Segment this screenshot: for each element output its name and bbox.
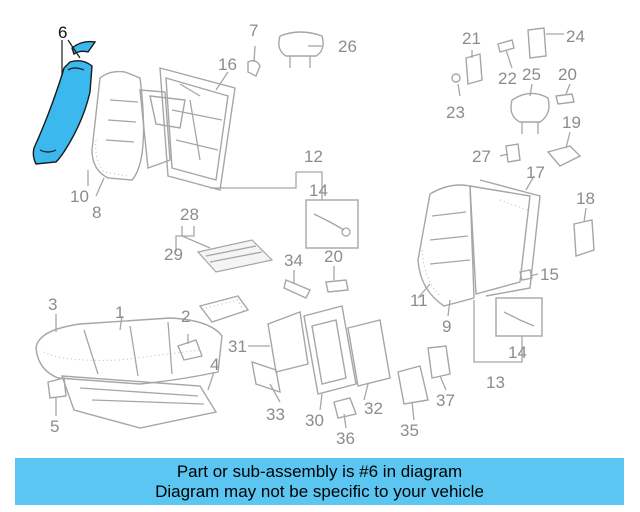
- callout-4: 4: [210, 355, 219, 374]
- callout-33: 33: [266, 405, 285, 424]
- callout-32: 32: [364, 399, 383, 418]
- leader-6: [61, 39, 81, 76]
- callout-21: 21: [462, 29, 481, 48]
- part-21: [465, 53, 483, 85]
- part-36: [333, 397, 357, 419]
- part-5: [47, 377, 67, 399]
- leader-lines: [55, 33, 587, 429]
- seat-cushion-1: [35, 317, 223, 385]
- part-23: [451, 73, 461, 83]
- callout-11: 11: [410, 291, 428, 310]
- frame-30: [303, 305, 357, 395]
- callout-10: 10: [70, 187, 89, 206]
- leader-13: [473, 300, 523, 363]
- callout-29: 29: [164, 245, 183, 264]
- callout-14-top: 14: [309, 181, 328, 200]
- headrest-25: [510, 92, 550, 134]
- callout-5: 5: [50, 417, 59, 436]
- armrest-29: [198, 295, 250, 323]
- callout-37: 37: [436, 391, 455, 410]
- panel-31: [267, 311, 309, 373]
- headrest-26: [278, 31, 324, 68]
- callout-35: 35: [400, 421, 419, 440]
- callout-20-top: 20: [558, 65, 577, 84]
- trim-33: [251, 360, 281, 394]
- cushion-frame-4: [60, 375, 218, 429]
- part-27: [505, 143, 521, 163]
- callout-30: 30: [305, 411, 324, 430]
- callout-9: 9: [442, 317, 451, 336]
- callout-12: 12: [304, 147, 323, 166]
- rear-seat-back-right: [417, 179, 541, 307]
- part-24: [527, 27, 547, 59]
- banner-line-2: Diagram may not be specific to your vehi…: [155, 481, 484, 501]
- rear-seat-back-left: [91, 70, 171, 181]
- part-15: [519, 269, 533, 281]
- callout-13: 13: [486, 373, 505, 392]
- part-2: [177, 339, 203, 361]
- callout-34: 34: [284, 251, 303, 270]
- callout-14-bottom: 14: [508, 343, 527, 362]
- leader-12: [210, 171, 323, 200]
- part-37: [427, 345, 451, 379]
- callout-22: 22: [498, 69, 517, 88]
- callout-25: 25: [522, 65, 541, 84]
- panel-32: [347, 319, 391, 387]
- highlighted-part-6[interactable]: [32, 40, 97, 165]
- part-34: [283, 279, 311, 299]
- callout-8: 8: [92, 203, 101, 222]
- callout-2: 2: [181, 307, 190, 326]
- callout-6: 6: [58, 23, 67, 42]
- hardware-box-14-top: [305, 199, 359, 249]
- part-19: [546, 145, 582, 167]
- callout-23: 23: [446, 103, 465, 122]
- callout-27: 27: [472, 147, 491, 166]
- callout-15: 15: [540, 265, 559, 284]
- part-20-top: [555, 93, 575, 105]
- callout-31: 31: [228, 337, 247, 356]
- hardware-box-14-bottom: [495, 297, 543, 337]
- callout-3: 3: [48, 295, 57, 314]
- seat-back-frame-16: [149, 67, 236, 191]
- leader-28-29: [175, 226, 211, 252]
- callout-26: 26: [338, 37, 357, 56]
- armrest-28: [196, 239, 274, 273]
- part-20-mid: [325, 279, 349, 293]
- banner-line-1: Part or sub-assembly is #6 in diagram: [176, 461, 463, 481]
- callout-18: 18: [576, 189, 595, 208]
- callout-7: 7: [249, 21, 258, 40]
- callout-28: 28: [180, 205, 199, 224]
- callout-17: 17: [526, 163, 545, 182]
- callout-24: 24: [566, 27, 585, 46]
- callout-1: 1: [115, 303, 124, 322]
- part-22: [497, 39, 515, 53]
- part-18: [573, 219, 595, 257]
- part-35: [397, 365, 429, 405]
- part-7-clip: [247, 59, 261, 77]
- callout-19: 19: [562, 113, 581, 132]
- callout-20-mid: 20: [324, 247, 343, 266]
- callout-16: 16: [218, 55, 237, 74]
- info-banner: Part or sub-assembly is #6 in diagram Di…: [15, 458, 624, 505]
- callout-36: 36: [336, 429, 355, 448]
